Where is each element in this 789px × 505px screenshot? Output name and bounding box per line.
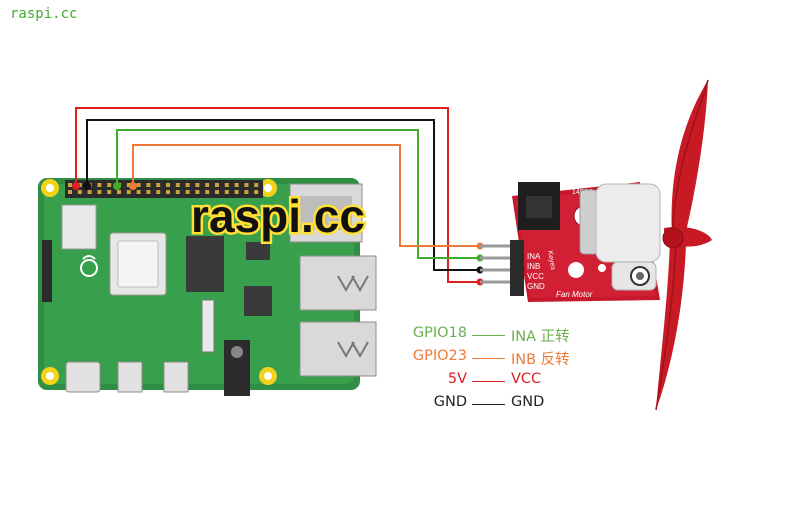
wires [72,107,510,286]
gpio-pin [136,183,141,187]
gpio-pin [254,183,259,187]
bottom-ports [65,340,250,396]
gpio-pin [175,190,180,194]
wire-gnd [86,119,478,271]
raspberry-pi-board: raspi.cc [38,178,377,396]
gpio-pin [126,183,131,187]
gpio-pin [195,183,200,187]
module-title: Fan Motor [556,290,593,299]
legend-left-gnd: GND [433,394,467,410]
legend-left-gpio18: GPIO18 [412,325,467,341]
gpio-pin [107,183,112,187]
wire-gpio23 [132,144,478,247]
gpio-pin [126,190,131,194]
gpio-pin [68,183,72,187]
legend-right-vcc: VCC [511,371,542,387]
gpio-pin [107,190,112,194]
usb-ports [289,183,377,377]
gpio-pin [68,190,72,194]
ram-chip [186,236,224,292]
pin-label-vcc: VCC [527,272,544,281]
board-watermark: raspi.cc [191,190,365,242]
gpio-pin [185,190,190,194]
legend-left-gpio23: GPIO23 [412,348,467,364]
wire-5v [75,107,478,283]
gpio-pin [205,183,210,187]
propeller [655,79,712,411]
gpio-pin [146,190,151,194]
camera-connector [201,299,215,353]
gpio-pin [166,190,170,194]
motor [579,183,661,291]
display-connector [42,240,52,302]
gpio-pin [195,190,200,194]
wifi-module [61,204,97,250]
gpio-pin [156,190,161,194]
gpio-pin [254,190,259,194]
legend-right-ina: INA 正转 [511,329,570,345]
gpio-pin [97,190,102,194]
gpio-pin [215,190,219,194]
usb-controller-chip [244,286,272,316]
gpio-pin [117,190,121,194]
wire-gpio18 [116,129,478,259]
gpio-pin [224,183,229,187]
legend-right-inb: INB 反转 [511,352,570,368]
brand-label: Keyes [546,250,556,271]
gpio-pin [97,183,102,187]
connection-legend: GPIO18 INA 正转 GPIO23 INB 反转 5V VCC GND G… [395,325,595,417]
gpio-pin [205,190,210,194]
gpio-pin [244,190,249,194]
site-watermark: raspi.cc [10,6,78,22]
raspberry-logo-icon [80,255,98,277]
gpio-pin [224,190,229,194]
gpio-pin [244,183,249,187]
gpio-pin [166,183,170,187]
legend-row-gpio18: GPIO18 INA 正转 [395,325,595,348]
pin-label-inb: INB [527,262,540,271]
gpio-pin [136,190,141,194]
gpio-pin [146,183,151,187]
gpio-pin [77,190,82,194]
legend-right-gnd: GND [511,394,545,410]
gpio-pin [215,183,219,187]
legend-row-gpio23: GPIO23 INB 反转 [395,348,595,371]
pin-label-ina: INA [527,252,541,261]
pin-header [510,240,524,296]
legend-left-5v: 5V [447,371,467,387]
gpio-pin [234,183,239,187]
legend-row-gnd: GND GND [395,394,595,417]
gpio-pin [185,183,190,187]
mounting-holes [41,179,277,385]
pin-label-gnd: GND [527,282,545,291]
gpio-pin [87,190,92,194]
gpio-pin [156,183,161,187]
legend-row-5v: 5V VCC [395,371,595,394]
gpio-pin [175,183,180,187]
gpio-pin [234,190,239,194]
fan-motor-module: 140C0 Keyes Fan Motor INA INB VCC GND [510,182,661,302]
